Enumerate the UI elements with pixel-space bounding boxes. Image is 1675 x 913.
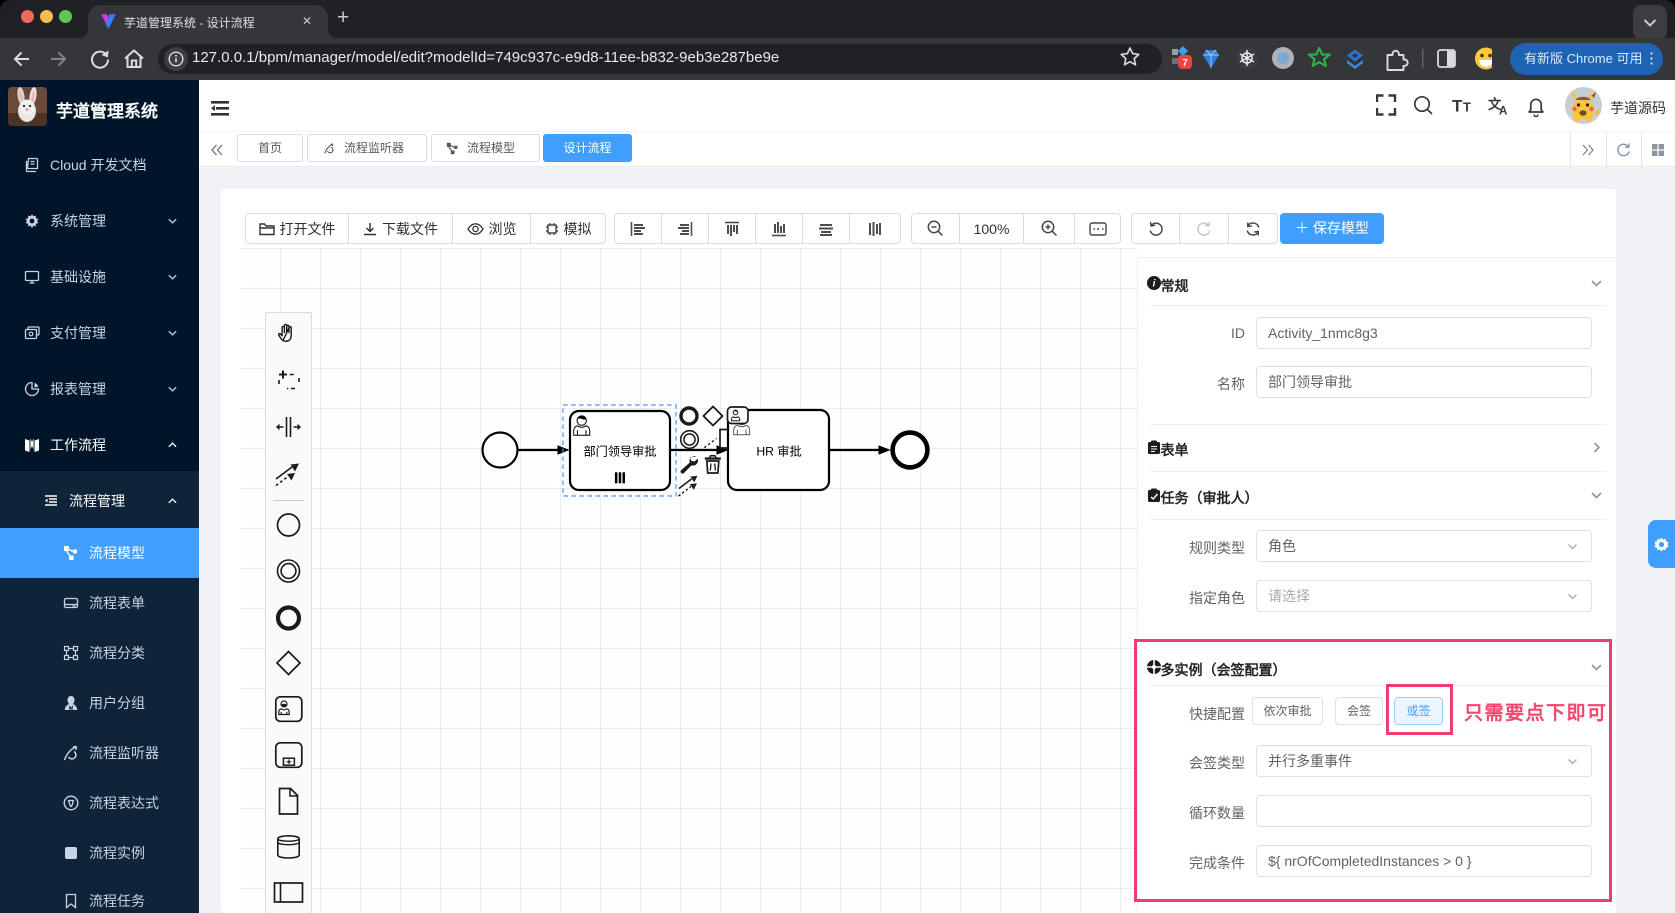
svg-text:T: T	[1463, 100, 1471, 115]
svg-text:T: T	[1452, 97, 1463, 116]
svg-text:i: i	[1152, 279, 1155, 290]
svg-text:7: 7	[1182, 58, 1188, 69]
svg-text:M: M	[69, 706, 73, 711]
svg-text:部门领导审批: 部门领导审批	[583, 444, 656, 459]
svg-text:A: A	[1499, 106, 1507, 118]
svg-text:文: 文	[1488, 96, 1502, 112]
svg-text:HR 审批: HR 审批	[756, 444, 801, 459]
